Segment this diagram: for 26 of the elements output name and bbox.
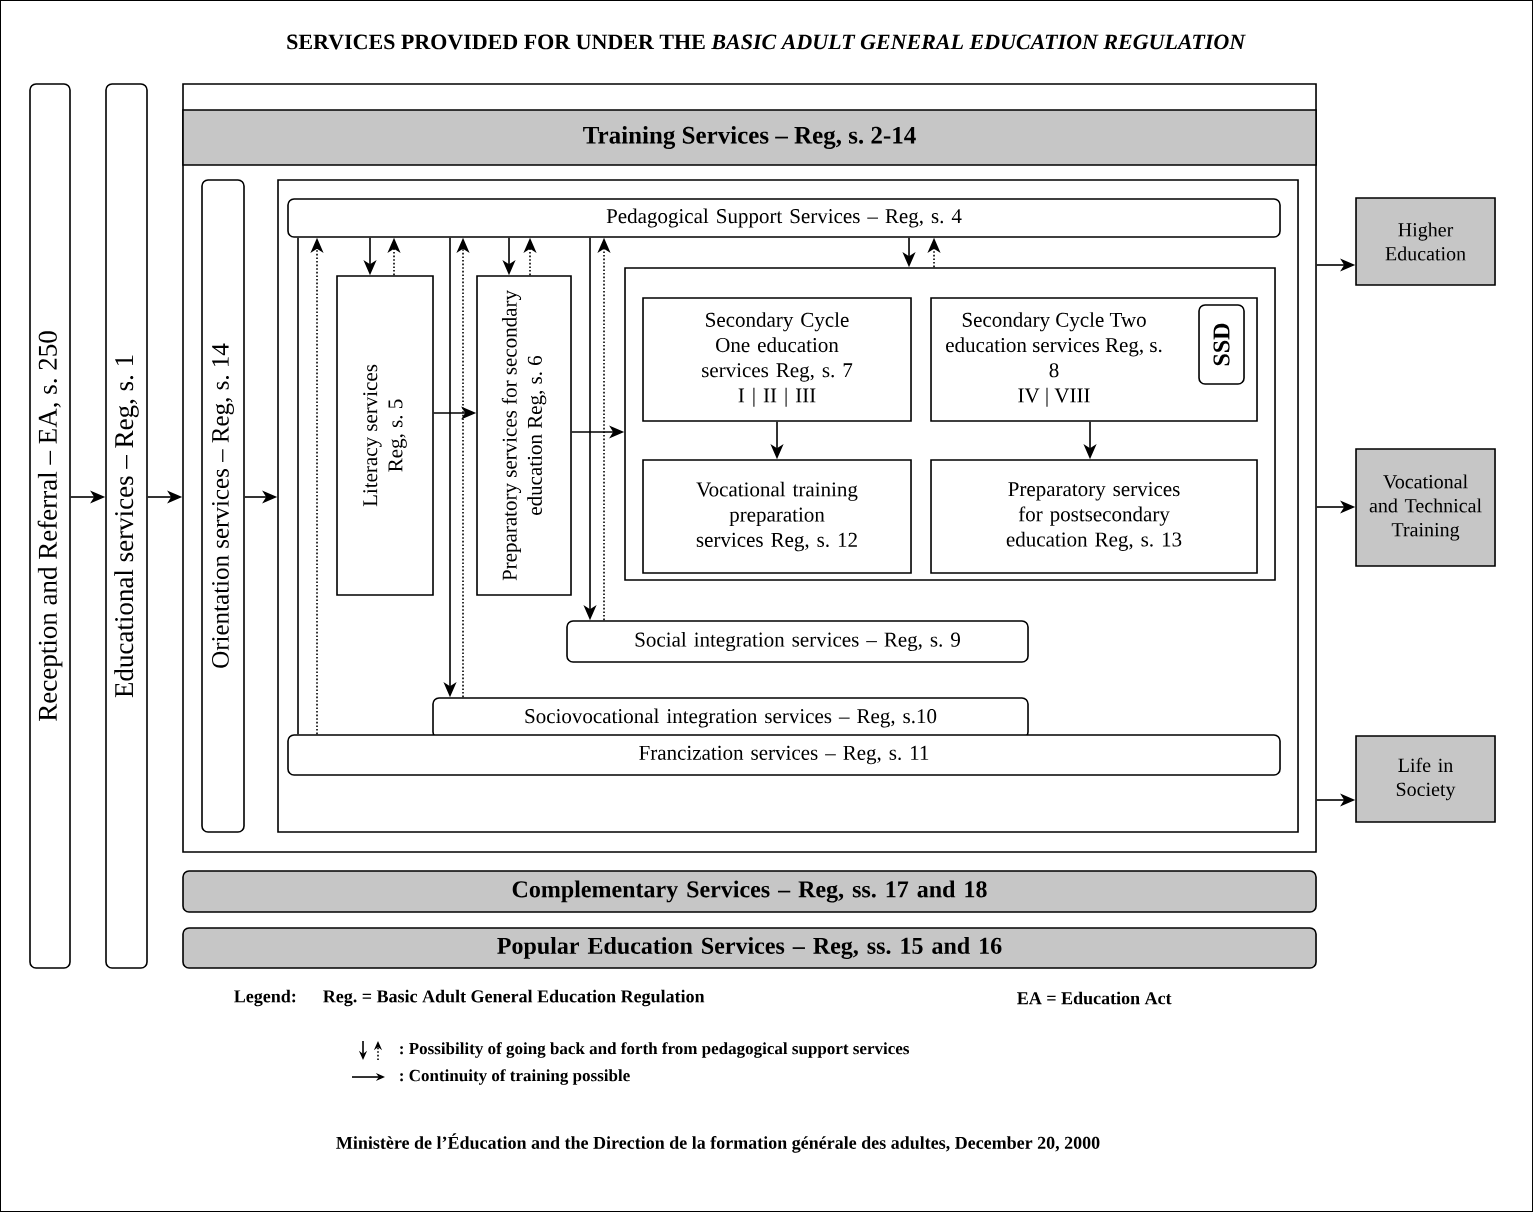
legend-note: Reg. = Basic Adult General Education Regulation <box>323 989 705 1007</box>
vertical-service-box: Educational services – Reg, s. 1 <box>105 83 148 969</box>
legend-note: Legend: <box>234 989 296 1007</box>
connector-line <box>297 237 299 735</box>
service-box: Preparatory services for secondary education Reg, s. 6 <box>476 275 572 596</box>
legend-note: EA = Education Act <box>1017 991 1172 1005</box>
legend-text: : Possibility of going back and forth from pedagogical support services <box>400 1042 909 1058</box>
rounded-service-box: Pedagogical Support Services – Reg, s. 4 <box>287 198 1281 238</box>
vertical-service-box: Reception and Referral – EA, s. 250 <box>29 83 71 969</box>
service-box: Literacy services Reg, s. 5 <box>336 275 434 596</box>
rounded-service-box: Sociovocational integration services – Reg, s.10 <box>432 697 1029 739</box>
service-band: Complementary Services – Reg, ss. 17 and 18 <box>182 870 1317 913</box>
service-box: Secondary Cycle One education services Reg, s. 7 I | II | III <box>642 297 912 422</box>
service-box: Preparatory services for postsecondary education Reg, s. 13 <box>930 459 1258 574</box>
rounded-service-box: Francization services – Reg, s. 11 <box>287 734 1281 776</box>
service-band: Popular Education Services – Reg, ss. 15 and 16 <box>182 927 1317 969</box>
vertical-service-box: Orientation services – Reg, s. 14 <box>201 179 245 833</box>
ssd-badge: SSD <box>1198 304 1245 385</box>
outcome-box: Vocational and Technical Training <box>1355 448 1496 567</box>
service-box: Vocational training preparation services Reg, s. 12 <box>642 459 912 574</box>
caption: Ministère de l’Éducation and the Direction de la formation générale des adultes, December 20, 2000 <box>336 1133 1100 1153</box>
legend-text: : Continuity of training possible <box>400 1069 630 1085</box>
title: SERVICES PROVIDED FOR UNDER THE BASIC ADULT GENERAL EDUCATION REGULATION <box>287 34 1246 50</box>
rounded-service-box: Social integration services – Reg, s. 9 <box>566 620 1029 663</box>
outcome-box: Higher Education <box>1355 197 1496 286</box>
outcome-box: Life in Society <box>1355 735 1496 823</box>
